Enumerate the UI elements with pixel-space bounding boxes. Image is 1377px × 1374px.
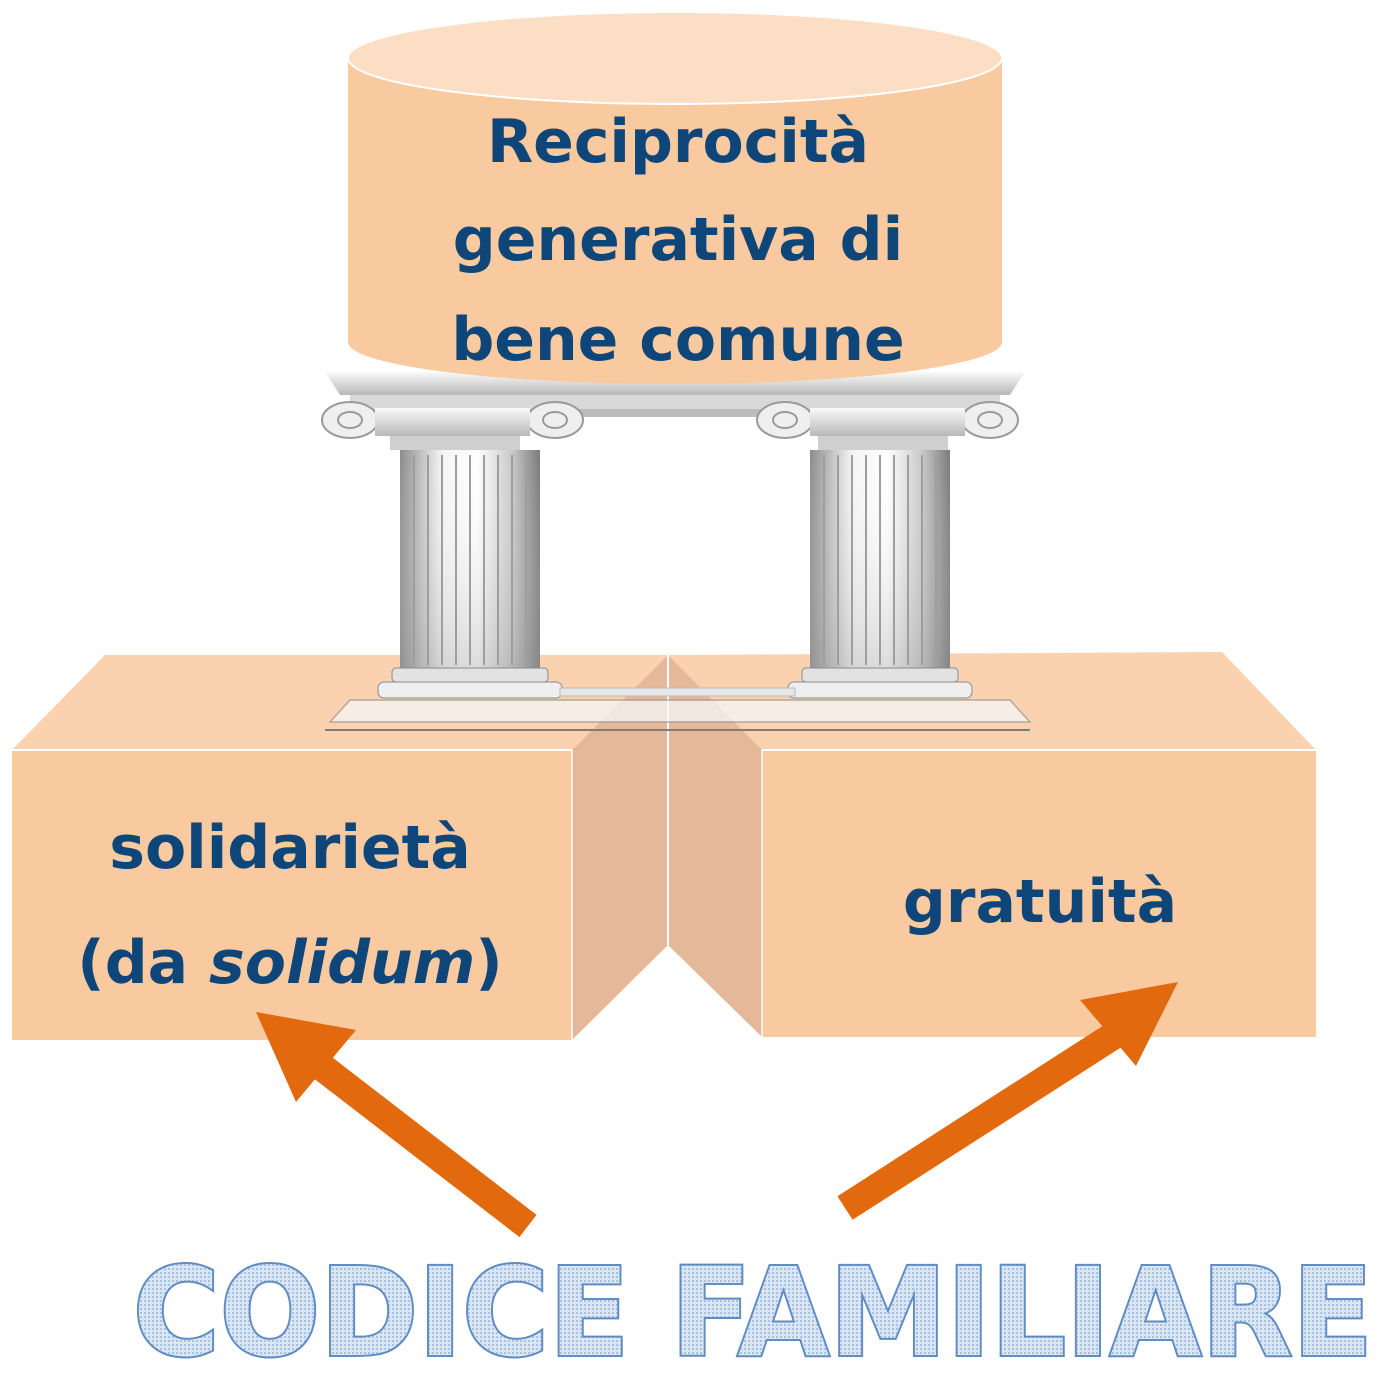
- left-block-label-italic: solidum: [209, 928, 475, 998]
- right-block-label: gratuità: [903, 867, 1177, 937]
- top-text-line-3: bene comune: [451, 305, 904, 375]
- left-arrow: [256, 1012, 537, 1238]
- base-blocks: [12, 652, 1316, 1040]
- right-block-front: [762, 750, 1316, 1037]
- left-column: [321, 401, 584, 699]
- codice-familiare-title: CODICE FAMILIARE: [133, 1242, 1373, 1374]
- right-column: [756, 401, 1019, 699]
- temple-pillars: [321, 372, 1032, 731]
- left-block-label-line-2: (da solidum): [77, 928, 502, 998]
- right-arrow: [837, 982, 1178, 1220]
- left-block-label-suffix: ): [475, 928, 502, 998]
- left-block-side: [572, 655, 668, 1040]
- top-cylinder: Reciprocità generativa di bene comune: [347, 11, 1003, 384]
- arrows: [256, 982, 1178, 1238]
- left-block-front: [12, 750, 572, 1040]
- left-block-label-line-1: solidarietà: [109, 813, 471, 883]
- top-text-line-1: Reciprocità: [487, 107, 869, 177]
- top-text-line-2: generativa di: [453, 205, 903, 275]
- left-block-label-prefix: (da: [77, 928, 209, 998]
- right-block-side: [668, 655, 762, 1037]
